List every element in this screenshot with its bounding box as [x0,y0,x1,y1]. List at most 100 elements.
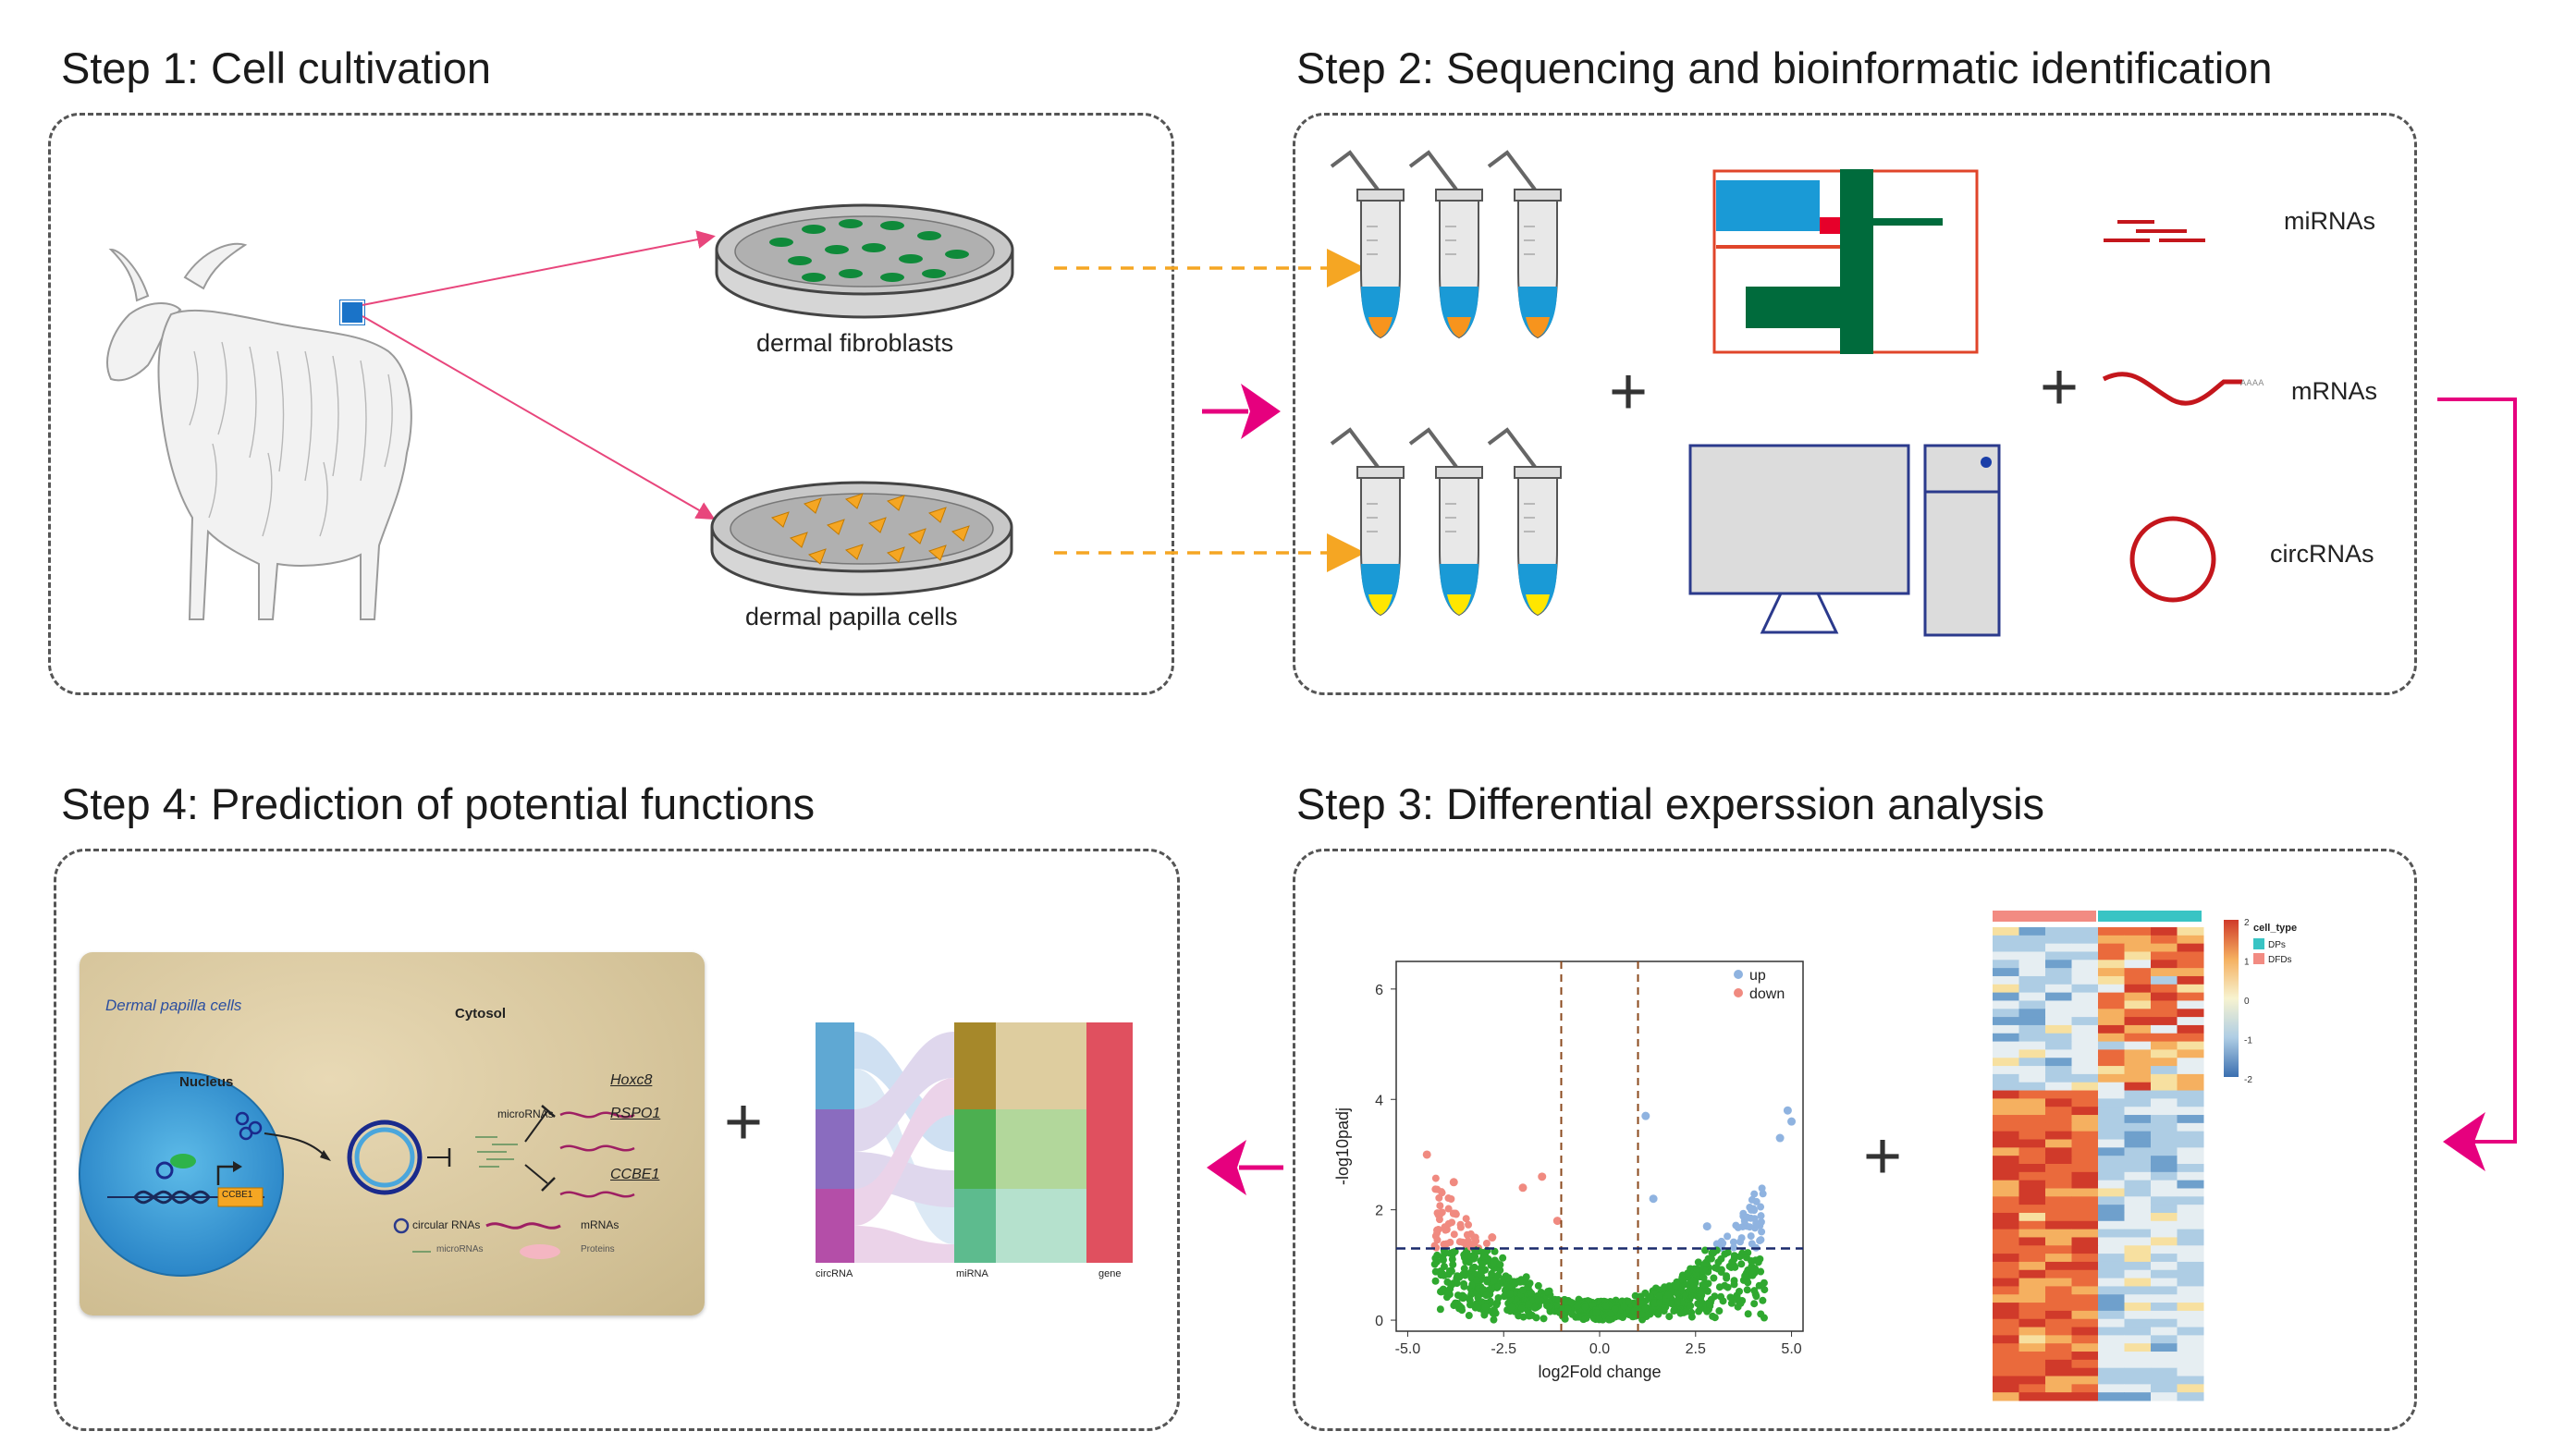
heatmap-cell [2045,1359,2072,1369]
heatmap-cell [2177,1352,2204,1361]
heatmap-cell [1993,1205,2019,1214]
heatmap-cell [2018,1171,2046,1181]
heatmap-cell [2124,1171,2152,1181]
volcano-point [1595,1315,1603,1324]
heatmap-cell [2018,960,2046,969]
heatmap-cell [1993,1294,2019,1303]
heatmap-cell [1993,1188,2019,1197]
volcano-point [1703,1287,1712,1295]
heatmap-cell [1993,1000,2019,1009]
heatmap-cell [1993,1107,2019,1116]
sankey-diagram [816,1022,1133,1263]
heatmap-cell [2045,1237,2072,1246]
volcano-point [1431,1277,1440,1285]
heatmap-cell [2018,1229,2046,1238]
heatmap-cell [2151,1327,2178,1336]
heatmap-cell [2045,1335,2072,1344]
heatmap-cell [2045,951,2072,960]
heatmap-cell [2071,1237,2099,1246]
heatmap-cell [2018,1009,2046,1018]
volcano-point [1737,1260,1746,1268]
heatmap-cell [2151,1082,2178,1092]
heatmap-cell [2045,1156,2072,1165]
heatmap-cell [2071,1156,2099,1165]
heatmap-cell [2098,984,2125,994]
heatmap-cell [2098,1220,2125,1230]
heatmap-cell [2151,1033,2178,1043]
step1-panel [48,113,1174,695]
heatmap-cell [2124,1254,2152,1263]
heatmap-cell [2045,1392,2072,1401]
volcano-point [1744,1279,1752,1287]
heatmap-cell [2018,1310,2046,1320]
heatmap-cell [2124,1107,2152,1116]
heatmap-cell [2177,1261,2204,1271]
volcano-point [1447,1281,1455,1290]
volcano-point [1482,1239,1491,1247]
heatmap-cell [2098,1188,2125,1197]
volcano-point [1678,1275,1687,1283]
heatmap-cell [2045,1098,2072,1107]
heatmap-cell [2071,1220,2099,1230]
heatmap-cell [2151,1303,2178,1312]
heatmap-cell [2124,1318,2152,1328]
heatmap-cell [2124,1082,2152,1092]
heatmap-cell [2151,935,2178,945]
heatmap-color-scale [2224,920,2239,1077]
heatmap-cell [2151,1066,2178,1075]
heatmap-cell [2098,1318,2125,1328]
heatmap-cell [2071,1359,2099,1369]
heatmap-cell [2018,1073,2046,1083]
heatmap-cell [2018,1254,2046,1263]
volcano-point [1665,1313,1674,1321]
x-tick-label: -2.5 [1491,1341,1516,1357]
volcano-point [1717,1292,1725,1301]
volcano-point [1702,1222,1712,1231]
heatmap-cell [1993,1041,2019,1050]
heatmap-cell [2124,927,2152,936]
heatmap-cell [1993,975,2019,985]
volcano-point [1620,1303,1628,1311]
mirna-label: miRNAs [2284,207,2375,235]
heatmap-cell [1993,1229,2019,1238]
volcano-point [1490,1315,1498,1324]
volcano-point [1756,1237,1764,1245]
heatmap-cell [2124,1343,2152,1352]
heatmap-cell [2018,975,2046,985]
volcano-point [1724,1232,1732,1241]
heatmap-cell [2018,1139,2046,1148]
heatmap-cell [2151,1343,2178,1352]
heatmap-cell [2045,1090,2072,1099]
volcano-point [1727,1263,1736,1271]
heatmap-cell [2177,1073,2204,1083]
heatmap-cell [2124,1058,2152,1067]
volcano-point [1703,1307,1712,1315]
heatmap-cell [2124,1049,2152,1058]
volcano-point [1434,1211,1442,1219]
volcano-point [1431,1254,1440,1263]
heatmap-cell [2151,1115,2178,1124]
heatmap-cell [1993,1220,2019,1230]
heatmap-cell [2045,1343,2072,1352]
heatmap-cell [2071,1294,2099,1303]
heatmap-cell [2018,1115,2046,1124]
mrna-label: mRNAs [2291,377,2377,405]
heatmap-cell [2177,1359,2204,1369]
heatmap-cell [2018,1343,2046,1352]
volcano-point [1736,1238,1744,1246]
heatmap-cell [2098,960,2125,969]
volcano-point [1710,1274,1718,1282]
heatmap-cell [2177,1000,2204,1009]
heatmap-cell [2018,1090,2046,1099]
cell-title: Dermal papilla cells [105,997,242,1014]
heatmap-cell [2151,1286,2178,1295]
heatmap-cell [2071,1058,2099,1067]
heatmap-cell [2071,1180,2099,1189]
heatmap-cell [2177,1310,2204,1320]
heatmap-cell [2071,1327,2099,1336]
volcano-point [1488,1233,1497,1242]
gene-rspo1: RSPO1 [610,1106,661,1121]
step2-title: Step 2: Sequencing and bioinformatic ide… [1296,43,2273,92]
heatmap-cell [2071,1303,2099,1312]
heatmap-cell [1993,1058,2019,1067]
